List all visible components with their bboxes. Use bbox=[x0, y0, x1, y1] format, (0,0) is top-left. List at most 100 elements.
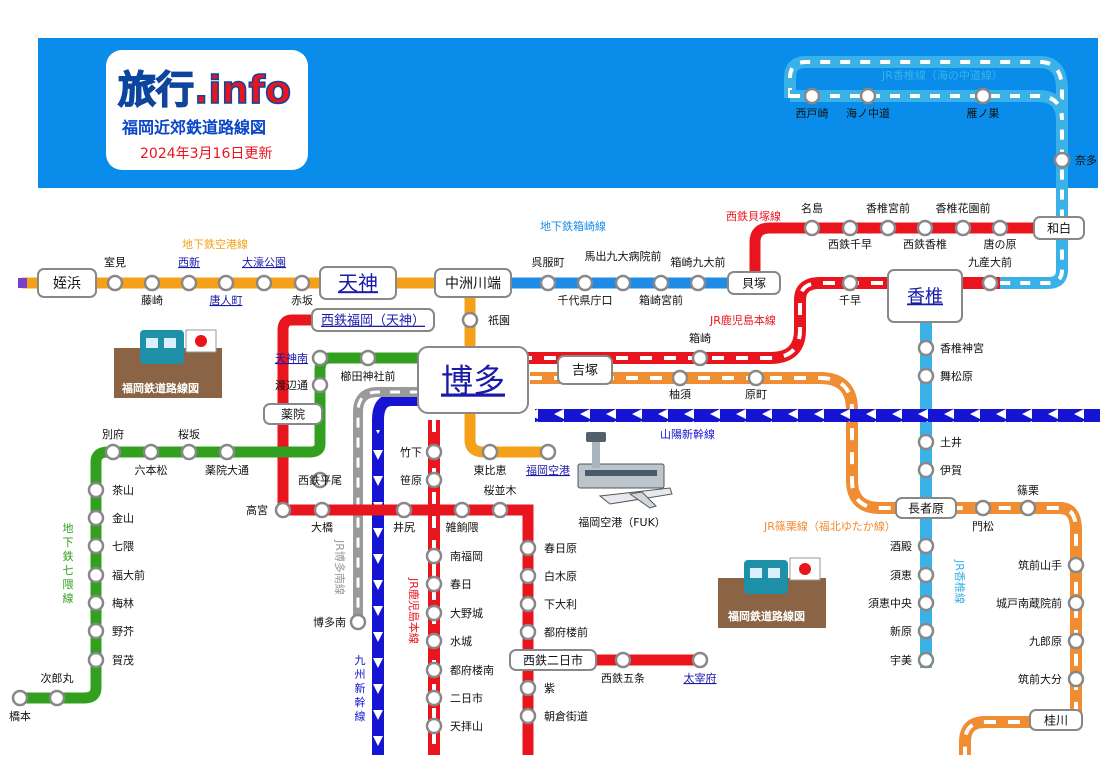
station-nata[interactable]: 名島 bbox=[801, 201, 823, 237]
station-ropponmatsu[interactable]: 六本松 bbox=[135, 443, 168, 477]
station-shirakibaru[interactable]: 白木原 bbox=[519, 567, 577, 585]
hub-yakuin[interactable]: 薬院 bbox=[263, 403, 323, 425]
hub-yoshizuka[interactable]: 吉塚 bbox=[557, 355, 613, 385]
station-fujisaki[interactable]: 藤崎 bbox=[141, 274, 163, 307]
station-watanabedori[interactable]: 渡辺通 bbox=[275, 376, 329, 394]
station-kyusandai[interactable]: 九産大前 bbox=[968, 255, 1012, 292]
station-tonoharu[interactable]: 唐の原 bbox=[984, 219, 1017, 251]
station-betsufu[interactable]: 別府 bbox=[102, 427, 124, 461]
station-kurouhara[interactable]: 九郎原 bbox=[1029, 632, 1085, 650]
logo-card[interactable]: 旅行.info 福岡近郊鉄道路線図 2024年3月16日更新 bbox=[106, 50, 308, 170]
hub-kashii[interactable]: 香椎 bbox=[887, 269, 963, 323]
hub-tenjin[interactable]: 天神 bbox=[319, 266, 397, 300]
station-gannosu[interactable]: 雁ノ巣 bbox=[967, 87, 1000, 120]
station-murasaki[interactable]: 紫 bbox=[519, 679, 555, 697]
hub-chojabaru[interactable]: 長者原 bbox=[895, 497, 957, 519]
station-yusu[interactable]: 柚須 bbox=[669, 369, 691, 401]
station-nishitetsu_hirao[interactable]: 西鉄平尾 bbox=[298, 471, 342, 489]
station-shinbaru[interactable]: 新原 bbox=[890, 622, 935, 640]
station-minamifukuoka[interactable]: 南福岡 bbox=[425, 547, 483, 565]
station-saitozaki[interactable]: 西戸崎 bbox=[796, 87, 829, 120]
station-chayama[interactable]: 茶山 bbox=[87, 481, 134, 499]
station-nishitetsu_gojo[interactable]: 西鉄五条 bbox=[601, 651, 645, 685]
train-badge-left[interactable]: 福岡鉄道路線図 bbox=[114, 329, 222, 398]
station-sue_chuo[interactable]: 須恵中央 bbox=[868, 594, 935, 612]
station-kido[interactable]: 城戸南蔵院前 bbox=[996, 594, 1085, 612]
hub-wajiro[interactable]: 和白 bbox=[1033, 216, 1085, 240]
station-mizuki[interactable]: 水城 bbox=[425, 632, 472, 650]
station-chikuzen_daibu[interactable]: 筑前大分 bbox=[1018, 670, 1085, 688]
station-iga[interactable]: 伊賀 bbox=[917, 461, 962, 479]
station-onojo[interactable]: 大野城 bbox=[425, 604, 483, 622]
station-kamo[interactable]: 賀茂 bbox=[87, 651, 134, 669]
station-kashiimiyamae[interactable]: 香椎宮前 bbox=[866, 201, 910, 237]
station-sakado[interactable]: 酒殿 bbox=[890, 537, 935, 555]
train-badge-right[interactable]: 福岡鉄道路線図 bbox=[718, 557, 826, 628]
station-umi[interactable]: 宇美 bbox=[890, 651, 935, 669]
station-kushida[interactable]: 櫛田神社前 bbox=[341, 349, 396, 383]
station-nishijin[interactable]: 西新 bbox=[178, 255, 200, 292]
hub-keisen[interactable]: 桂川 bbox=[1029, 709, 1083, 731]
hub-meinohama[interactable]: 姪浜 bbox=[37, 268, 97, 298]
station-maimatsubara[interactable]: 舞松原 bbox=[917, 367, 973, 385]
station-futsukaichi[interactable]: 二日市 bbox=[425, 689, 483, 707]
station-zasshonokuma[interactable]: 雑餉隈 bbox=[446, 501, 479, 534]
station-chihaya[interactable]: 千早 bbox=[839, 274, 861, 307]
station-maidashi[interactable]: 馬出九大病院前 bbox=[585, 249, 662, 292]
station-hakozaki_miyamae[interactable]: 箱崎宮前 bbox=[639, 274, 683, 307]
station-gion[interactable]: 祇園 bbox=[461, 311, 510, 329]
station-umebayashi[interactable]: 梅林 bbox=[87, 594, 134, 612]
station-tenjinminami[interactable]: 天神南 bbox=[275, 349, 329, 367]
station-akasaka[interactable]: 赤坂 bbox=[291, 274, 313, 307]
station-sasabaru[interactable]: 笹原 bbox=[400, 471, 443, 489]
station-tofuromae[interactable]: 都府楼前 bbox=[519, 623, 588, 641]
station-chiyo[interactable]: 千代県庁口 bbox=[558, 274, 613, 307]
station-uminonakamichi[interactable]: 海ノ中道 bbox=[846, 87, 890, 120]
station-takamiya[interactable]: 高宮 bbox=[246, 501, 292, 519]
station-jirozaru[interactable]: 次郎丸 bbox=[41, 671, 74, 707]
station-tenpaizan[interactable]: 天拝山 bbox=[425, 717, 483, 735]
hub-nishitetsu_fukuoka[interactable]: 西鉄福岡（天神） bbox=[311, 308, 435, 332]
station-tojinmachi[interactable]: 唐人町 bbox=[210, 274, 243, 307]
station-hakozaki[interactable]: 箱崎 bbox=[689, 331, 711, 367]
station-nishitetsu_kashii[interactable]: 西鉄香椎 bbox=[903, 219, 947, 251]
station-ohashi[interactable]: 大橋 bbox=[311, 501, 333, 534]
station-tofuro_minami[interactable]: 都府楼南 bbox=[425, 661, 494, 679]
station-doi[interactable]: 土井 bbox=[917, 433, 962, 451]
station-noke[interactable]: 野芥 bbox=[87, 622, 134, 640]
station-dazaifu[interactable]: 太宰府 bbox=[684, 651, 717, 685]
station-kasuga[interactable]: 春日 bbox=[425, 575, 472, 593]
station-asakuragaido[interactable]: 朝倉街道 bbox=[519, 707, 588, 725]
station-nanakuma[interactable]: 七隈 bbox=[87, 537, 134, 555]
station-shingu[interactable]: 門松 bbox=[972, 499, 994, 533]
station-murosumi[interactable]: 室見 bbox=[104, 255, 126, 292]
hub-kaizuka[interactable]: 貝塚 bbox=[727, 271, 781, 295]
station-harumachi[interactable]: 原町 bbox=[745, 369, 767, 401]
station-hakozaki_kyudai[interactable]: 箱崎九大前 bbox=[671, 255, 726, 292]
station-kashii_kaenmae[interactable]: 香椎花園前 bbox=[936, 201, 991, 237]
station-higashihie[interactable]: 東比恵 bbox=[474, 443, 507, 477]
station-chikuzen_yamate[interactable]: 筑前山手 bbox=[1018, 556, 1085, 574]
station-gofukumachi[interactable]: 呉服町 bbox=[532, 256, 565, 292]
station-ohori[interactable]: 大濠公園 bbox=[242, 255, 286, 292]
station-kashii_jingu[interactable]: 香椎神宮 bbox=[917, 339, 984, 357]
station-fukudaimae[interactable]: 福大前 bbox=[87, 566, 145, 584]
station-hakatamina[interactable]: 博多南 bbox=[313, 613, 367, 631]
station-sakuranamiki[interactable]: 桜並木 bbox=[484, 483, 517, 519]
station-idajiri[interactable]: 井尻 bbox=[393, 501, 415, 534]
station-yakuin_odori[interactable]: 薬院大通 bbox=[205, 443, 249, 477]
station-sakurazaka[interactable]: 桜坂 bbox=[178, 427, 200, 461]
hub-nakasu[interactable]: 中洲川端 bbox=[434, 268, 512, 298]
station-airport[interactable]: 福岡空港 bbox=[526, 443, 570, 477]
hub-nishitetsu_futsukaichi[interactable]: 西鉄二日市 bbox=[509, 649, 597, 671]
station-kasugabaru[interactable]: 春日原 bbox=[519, 539, 577, 557]
station-shoguri[interactable]: 篠栗 bbox=[1017, 483, 1039, 517]
hub-hakata[interactable]: 博多 bbox=[417, 346, 529, 414]
station-tetsu_chihaya[interactable]: 西鉄千早 bbox=[828, 219, 872, 251]
station-sue[interactable]: 須恵 bbox=[890, 566, 935, 584]
station-hashimoto[interactable]: 橋本 bbox=[9, 689, 31, 723]
station-kanayama[interactable]: 金山 bbox=[87, 509, 134, 527]
station-nata_jr[interactable]: 奈多 bbox=[1053, 151, 1097, 169]
station-takeshita[interactable]: 竹下 bbox=[400, 443, 443, 461]
station-shimoori[interactable]: 下大利 bbox=[519, 595, 577, 613]
